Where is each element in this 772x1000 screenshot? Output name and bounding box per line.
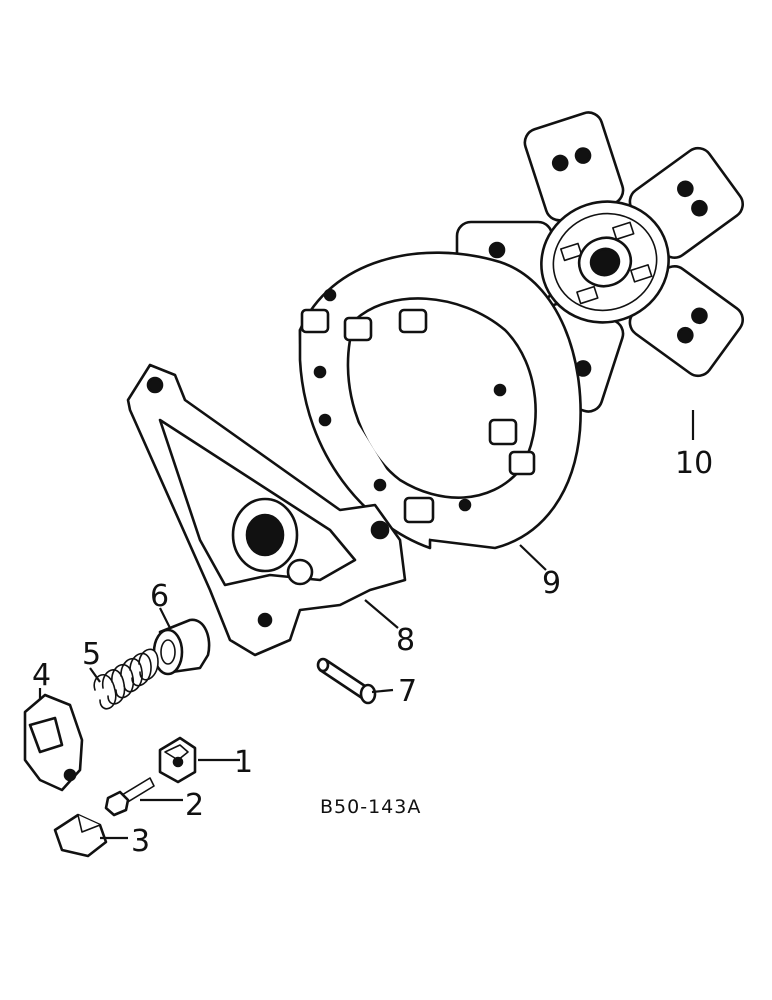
callout-5: 5 bbox=[82, 637, 101, 672]
part-5-spring bbox=[93, 648, 159, 710]
part-9-pressure-plate-cover bbox=[298, 251, 582, 550]
part-7-pin bbox=[316, 657, 377, 705]
part-6-release-bearing bbox=[152, 618, 211, 676]
callout-2: 2 bbox=[185, 788, 204, 823]
callout-1: 1 bbox=[234, 745, 253, 780]
part-2-bolt bbox=[104, 777, 155, 817]
part-4-fork bbox=[23, 693, 84, 792]
leader-lines bbox=[38, 410, 695, 840]
callout-3: 3 bbox=[131, 824, 150, 859]
part-3-clamp bbox=[53, 813, 108, 858]
callout-9: 9 bbox=[542, 566, 561, 601]
part-1-clip bbox=[158, 736, 197, 784]
callout-4: 4 bbox=[32, 658, 51, 693]
drawing-code: B50-143A bbox=[320, 796, 421, 818]
callout-10: 10 bbox=[675, 446, 713, 481]
callout-7: 7 bbox=[398, 674, 417, 709]
part-8-release-yoke bbox=[126, 363, 407, 657]
callout-6: 6 bbox=[150, 579, 169, 614]
callout-8: 8 bbox=[396, 623, 415, 658]
